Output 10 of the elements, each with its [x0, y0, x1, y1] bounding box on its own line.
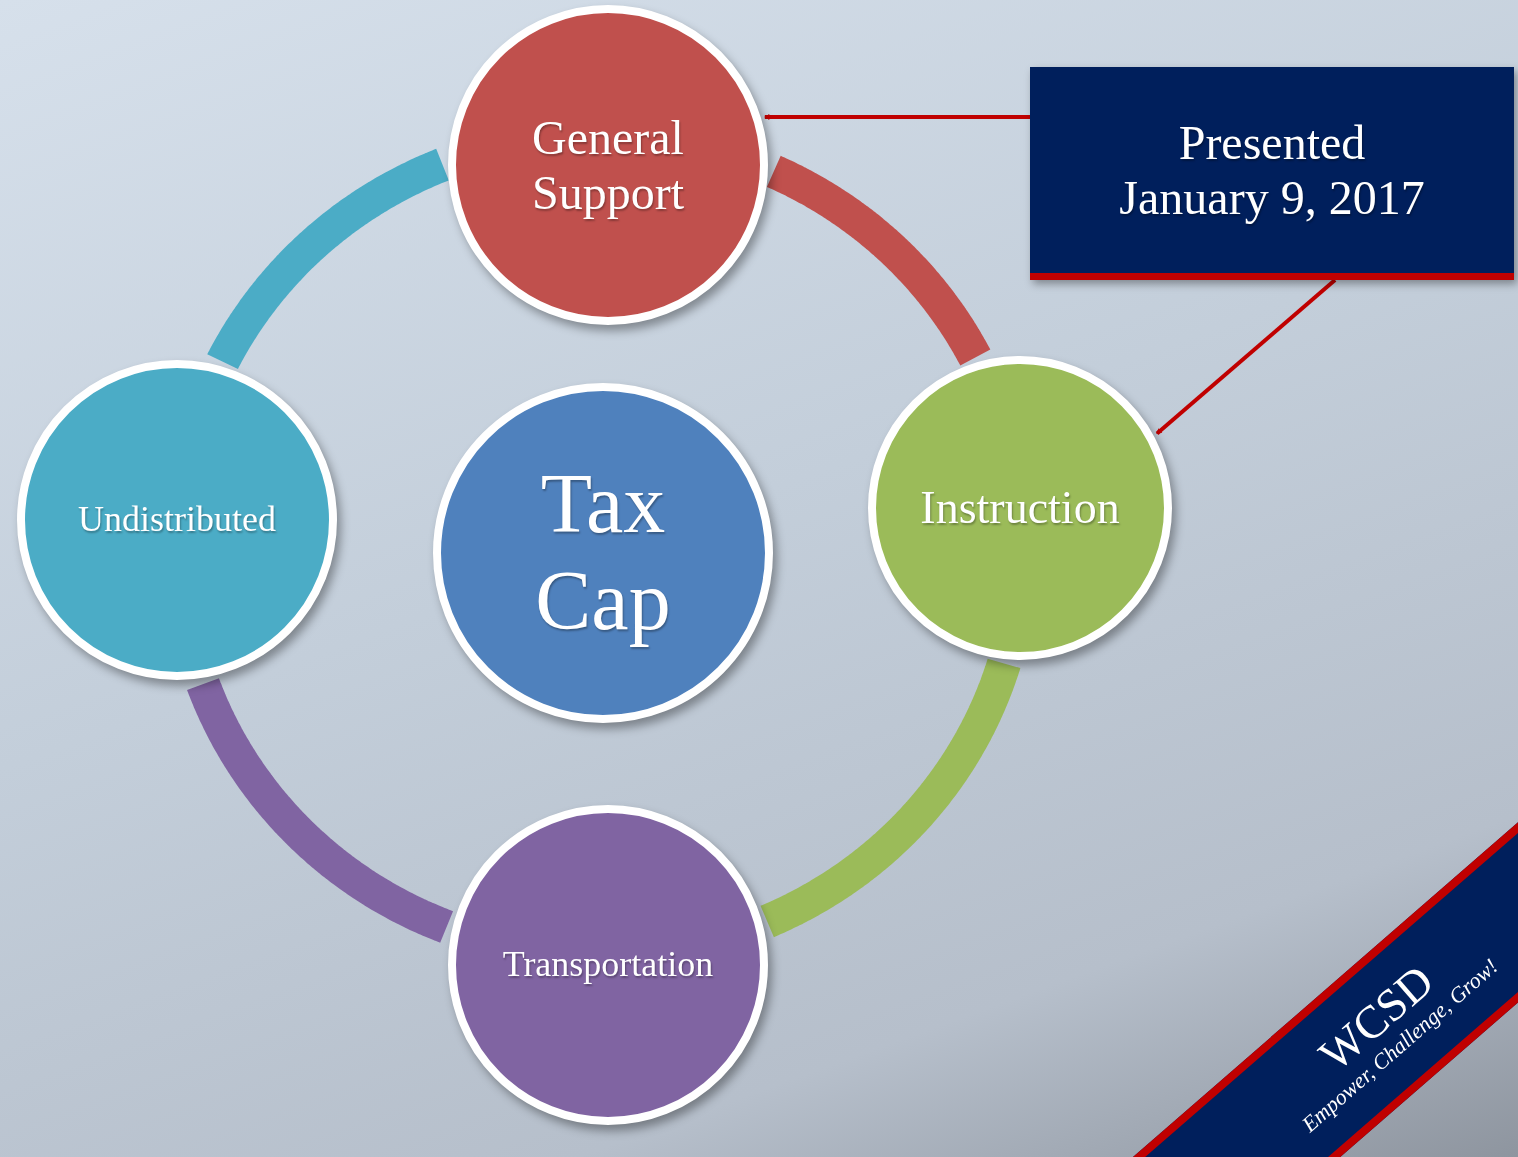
node-label: January 9, 2017: [1118, 170, 1426, 226]
node-label: Undistributed: [77, 499, 277, 541]
node-label: General Support: [531, 109, 685, 221]
node-label: Presented: [1177, 114, 1367, 170]
arrow: [764, 114, 1030, 120]
node-label: Tax Cap: [534, 456, 672, 649]
date-panel: [1030, 67, 1514, 280]
node-label: Instruction: [919, 481, 1121, 535]
arrow: [1155, 278, 1337, 435]
node-label: Transportation: [501, 944, 715, 986]
